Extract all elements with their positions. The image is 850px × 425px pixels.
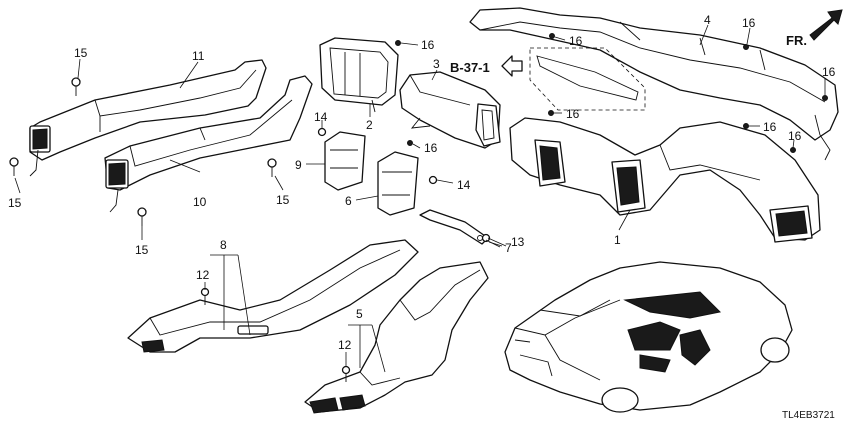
callout-5: 5	[356, 307, 363, 321]
callout-8: 8	[220, 238, 227, 252]
callout-16: 16	[788, 129, 802, 143]
callout-14: 14	[314, 110, 328, 124]
duct-part-3[interactable]	[399, 71, 501, 149]
callout-15: 15	[276, 193, 290, 207]
callout-10: 10	[193, 195, 207, 209]
callout-12: 12	[196, 268, 210, 282]
callout-9: 9	[295, 158, 302, 172]
callout-14: 14	[457, 178, 471, 192]
leader-lines	[14, 24, 826, 373]
bracket-part-7[interactable]	[419, 209, 489, 245]
callout-16: 16	[763, 120, 777, 134]
callout-15: 15	[8, 196, 22, 210]
duct-part-11[interactable]	[29, 59, 267, 177]
callout-15: 15	[74, 46, 88, 60]
callout-1: 1	[614, 233, 621, 247]
callout-3: 3	[433, 57, 440, 71]
callout-16: 16	[569, 34, 583, 48]
callout-numbers: 15 11 15 15 10 15 2 3 4 1 14 9 6 14 7 13…	[8, 13, 836, 352]
floor-duct-part-5[interactable]	[304, 261, 489, 414]
callout-16: 16	[822, 65, 836, 79]
drawing-code: TL4EB3721	[782, 410, 835, 421]
reference-detail-box	[529, 47, 646, 111]
duct-part-10[interactable]	[104, 75, 313, 213]
callout-12: 12	[338, 338, 352, 352]
vent-part-2[interactable]	[319, 37, 399, 113]
callout-11: 11	[192, 49, 205, 63]
callout-7: 7	[505, 241, 512, 255]
front-direction-arrow	[809, 9, 843, 41]
duct-joint-part-9[interactable]	[324, 131, 366, 191]
duct-part-1[interactable]	[509, 117, 821, 243]
vehicle-illustration	[504, 261, 793, 413]
callout-6: 6	[345, 194, 352, 208]
callout-2: 2	[366, 118, 373, 132]
callout-16: 16	[566, 107, 580, 121]
callout-16: 16	[421, 38, 435, 52]
duct-part-4[interactable]	[469, 7, 839, 161]
front-direction-label: FR.	[786, 33, 807, 48]
duct-joint-part-6[interactable]	[377, 151, 419, 216]
callout-13: 13	[511, 235, 525, 249]
floor-duct-part-8[interactable]	[127, 239, 419, 353]
reference-arrow	[501, 55, 523, 77]
screw-fasteners	[9, 33, 828, 382]
callout-15: 15	[135, 243, 149, 257]
callout-16: 16	[424, 141, 438, 155]
callout-4: 4	[704, 13, 711, 27]
callout-16: 16	[742, 16, 756, 30]
reference-label: B-37-1	[450, 60, 490, 75]
